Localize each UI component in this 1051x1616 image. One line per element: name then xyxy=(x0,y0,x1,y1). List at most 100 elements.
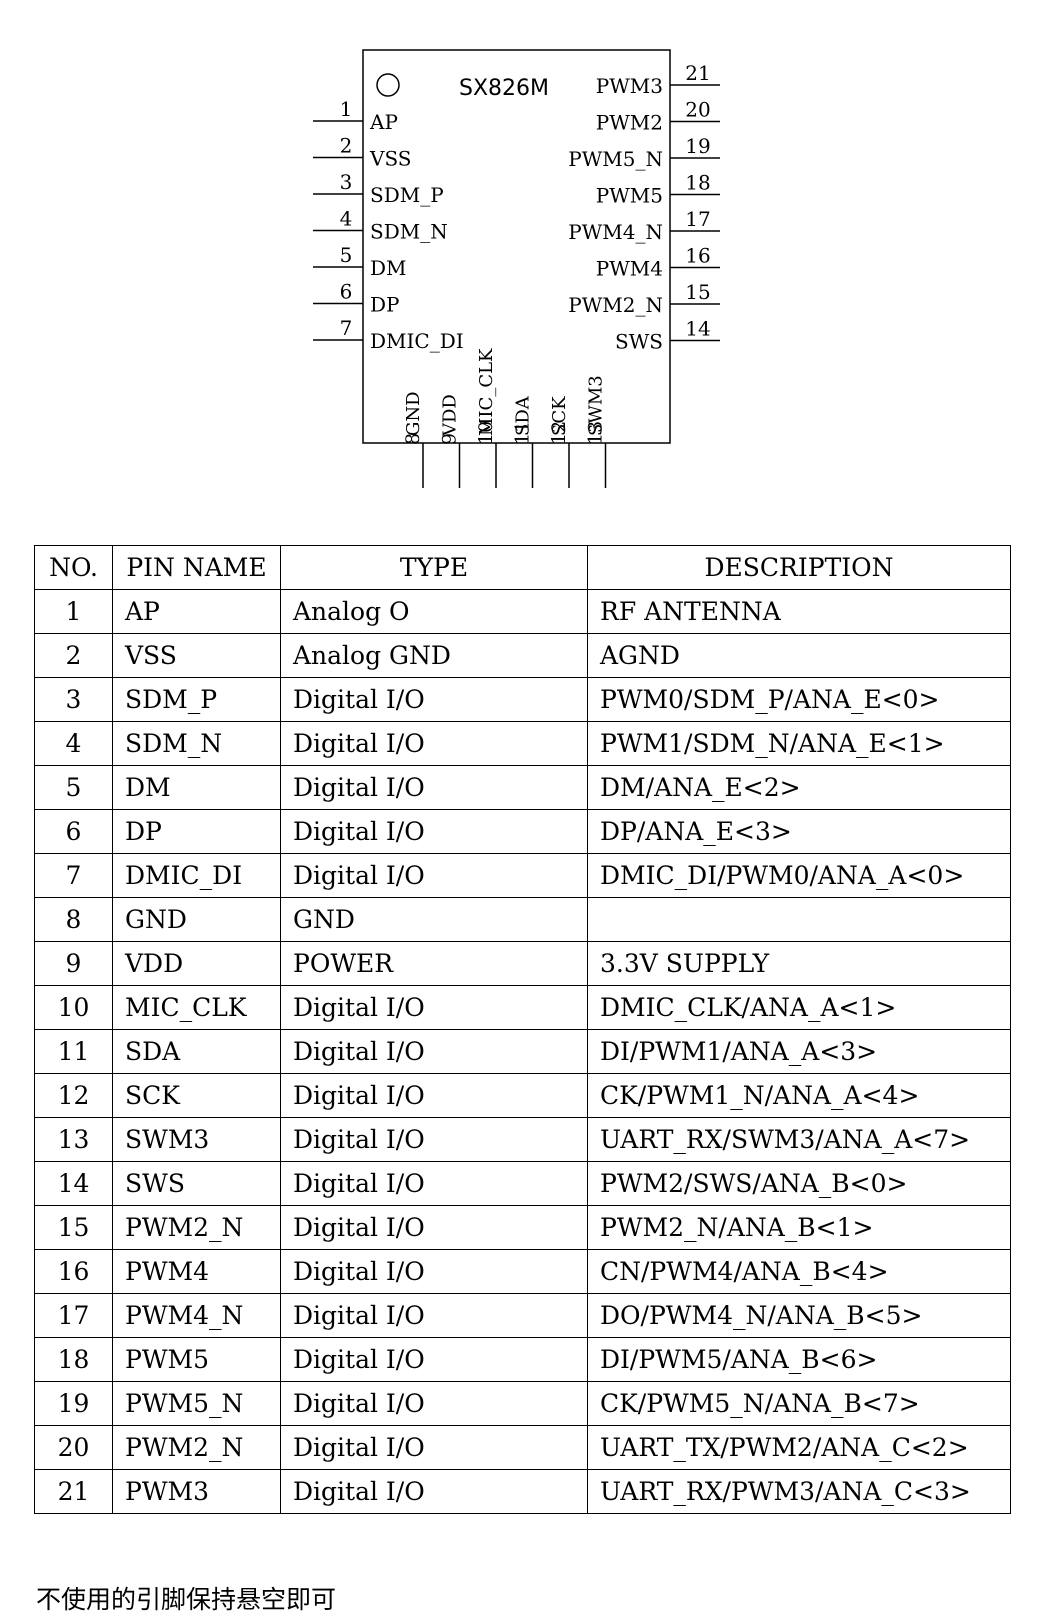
cell-type: Digital I/O xyxy=(280,677,588,722)
cell-type: Digital I/O xyxy=(280,765,588,810)
pin-label: PWM2_N xyxy=(568,293,663,317)
cell-type: Digital I/O xyxy=(280,1293,588,1338)
pin-label: SWS xyxy=(615,330,663,354)
cell-description: CK/PWM1_N/ANA_A<4> xyxy=(587,1073,1011,1118)
pin-number: 16 xyxy=(685,244,710,268)
cell-no: 14 xyxy=(34,1161,113,1206)
cell-pin-name: SDM_N xyxy=(112,721,281,766)
cell-type: Digital I/O xyxy=(280,1161,588,1206)
cell-description: AGND xyxy=(587,633,1011,678)
cell-description xyxy=(587,897,1011,942)
cell-description: DMIC_CLK/ANA_A<1> xyxy=(587,985,1011,1030)
pin-label: PWM5 xyxy=(596,184,663,208)
cell-pin-name: GND xyxy=(112,897,281,942)
cell-no: 5 xyxy=(34,765,113,810)
cell-pin-name: PWM4_N xyxy=(112,1293,281,1338)
cell-no: 16 xyxy=(34,1249,113,1294)
cell-type: Digital I/O xyxy=(280,1469,588,1514)
cell-no: 18 xyxy=(34,1337,113,1382)
cell-pin-name: PWM4 xyxy=(112,1249,281,1294)
cell-no: 1 xyxy=(34,589,113,634)
cell-type: POWER xyxy=(280,941,588,986)
cell-pin-name: PWM2_N xyxy=(112,1205,281,1250)
cell-description: DI/PWM1/ANA_A<3> xyxy=(587,1029,1011,1074)
pin-number: 21 xyxy=(685,61,710,85)
cell-pin-name: PWM3 xyxy=(112,1469,281,1514)
cell-description: UART_RX/SWM3/ANA_A<7> xyxy=(587,1117,1011,1162)
cell-description: RF ANTENNA xyxy=(587,589,1011,634)
pin-number: 7 xyxy=(340,316,353,340)
pin-label: SWM3 xyxy=(586,375,607,436)
pin-number: 11 xyxy=(512,421,534,445)
footnote: 不使用的引脚保持悬空即可 xyxy=(36,1585,337,1614)
cell-no: 3 xyxy=(34,677,113,722)
pin-label: DM xyxy=(370,256,407,280)
cell-type: Analog O xyxy=(280,589,588,634)
pin-number: 13 xyxy=(585,421,607,445)
cell-type: Digital I/O xyxy=(280,721,588,766)
cell-type: Digital I/O xyxy=(280,853,588,898)
pin-label: SDM_N xyxy=(370,220,448,244)
cell-pin-name: DP xyxy=(112,809,281,854)
cell-no: 15 xyxy=(34,1205,113,1250)
cell-description: UART_TX/PWM2/ANA_C<2> xyxy=(587,1425,1011,1470)
pin-number: 6 xyxy=(340,280,353,304)
pin-number: 19 xyxy=(685,134,710,158)
cell-pin-name: SDM_P xyxy=(112,677,281,722)
pin-label: MIC_CLK xyxy=(476,348,497,436)
pin-number: 12 xyxy=(548,421,570,445)
pin-label: PWM3 xyxy=(596,74,663,98)
cell-no: 11 xyxy=(34,1029,113,1074)
cell-no: 20 xyxy=(34,1425,113,1470)
pin-number: 17 xyxy=(685,207,710,231)
header-pin-name: PIN NAME xyxy=(112,545,281,590)
pin-label: SDM_P xyxy=(370,183,444,207)
pin-label: AP xyxy=(369,110,398,134)
cell-pin-name: PWM2_N xyxy=(112,1425,281,1470)
pin-number: 15 xyxy=(685,280,710,304)
cell-type: Digital I/O xyxy=(280,1337,588,1382)
cell-description: PWM2/SWS/ANA_B<0> xyxy=(587,1161,1011,1206)
cell-description: PWM2_N/ANA_B<1> xyxy=(587,1205,1011,1250)
cell-description: UART_RX/PWM3/ANA_C<3> xyxy=(587,1469,1011,1514)
pin-number: 5 xyxy=(340,243,353,267)
cell-no: 7 xyxy=(34,853,113,898)
pin-number: 18 xyxy=(685,171,710,195)
pin-label: PWM2 xyxy=(596,111,663,135)
cell-type: Digital I/O xyxy=(280,1117,588,1162)
cell-no: 10 xyxy=(34,985,113,1030)
pin-label: PWM4 xyxy=(596,257,663,281)
pin-label: VSS xyxy=(369,147,412,171)
cell-type: Analog GND xyxy=(280,633,588,678)
pin-label: SCK xyxy=(549,396,570,436)
pin-label: PWM4_N xyxy=(568,220,663,244)
chip-body xyxy=(362,49,671,444)
cell-description: DP/ANA_E<3> xyxy=(587,809,1011,854)
cell-pin-name: SDA xyxy=(112,1029,281,1074)
cell-type: Digital I/O xyxy=(280,1029,588,1074)
cell-type: Digital I/O xyxy=(280,1205,588,1250)
pin-number: 3 xyxy=(340,170,353,194)
pin-label: PWM5_N xyxy=(568,147,663,171)
cell-type: Digital I/O xyxy=(280,1425,588,1470)
pin-number: 8 xyxy=(402,433,424,445)
cell-type: Digital I/O xyxy=(280,1249,588,1294)
cell-no: 2 xyxy=(34,633,113,678)
cell-pin-name: DM xyxy=(112,765,281,810)
